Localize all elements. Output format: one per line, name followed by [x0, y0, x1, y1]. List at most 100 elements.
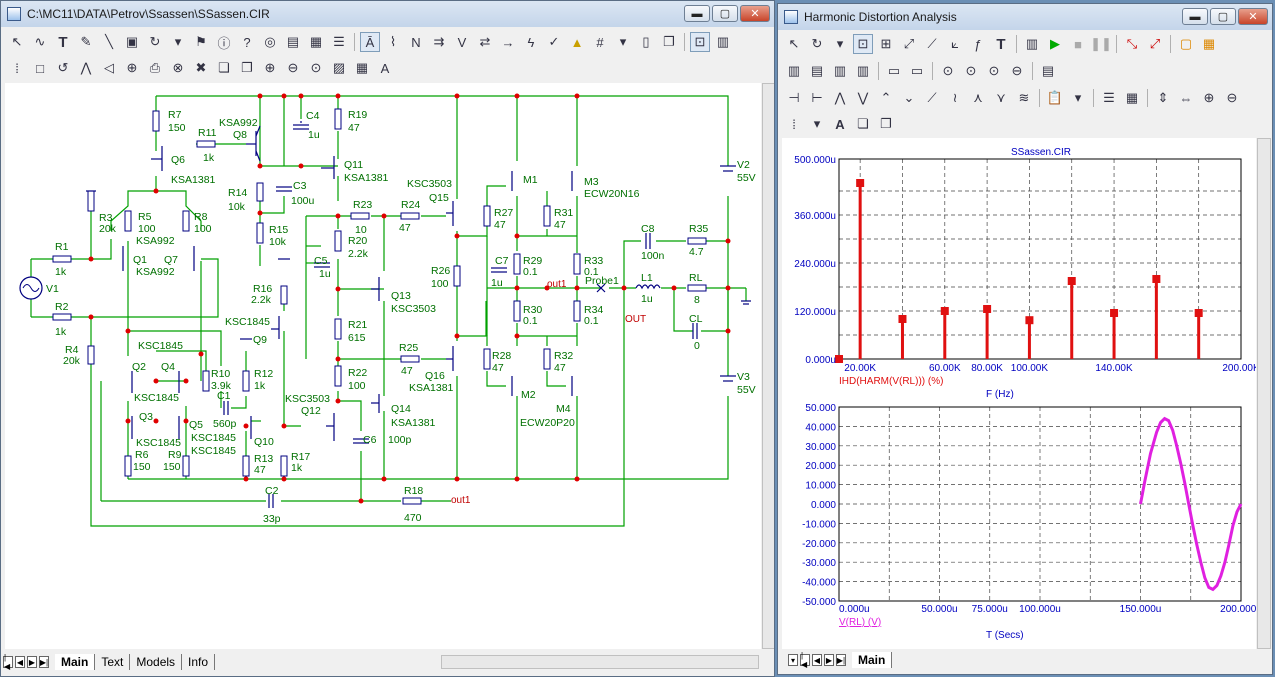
edit-icon[interactable]: ▤	[286, 34, 300, 49]
pencil-icon[interactable]: ✎	[80, 34, 92, 49]
dropdown-arrow-icon[interactable]: ▾	[788, 654, 798, 666]
layout1-icon[interactable]: ▭	[887, 63, 901, 78]
stop-icon[interactable]: ⊗	[172, 60, 184, 75]
wave-icon[interactable]: ≋	[1018, 90, 1030, 105]
undo-rotate-icon[interactable]: ↺	[57, 60, 69, 75]
measure-icon[interactable]: ⟀	[951, 36, 959, 51]
node-icon[interactable]: ⌇	[389, 34, 397, 49]
peak-icon[interactable]: ⋀	[834, 90, 846, 105]
analysis-vertical-scrollbar[interactable]	[1257, 138, 1271, 649]
tab-text[interactable]: Text	[95, 654, 131, 670]
flip-icon[interactable]: ◁	[104, 60, 114, 75]
frame-icon[interactable]: ▢	[1179, 36, 1193, 51]
lightning-icon[interactable]: ϟ	[527, 34, 535, 50]
copy-icon[interactable]: ❏	[857, 116, 869, 131]
props-icon[interactable]: ▥	[716, 34, 730, 49]
last-page-icon[interactable]: ▶|	[836, 654, 846, 666]
next-page-icon[interactable]: ▶	[824, 654, 834, 666]
arrow-right-icon[interactable]: →	[501, 34, 515, 50]
prev-page-icon[interactable]: ◀	[15, 656, 25, 668]
circuit-diagram[interactable]: R7 150 R11 1k KSA992 Q8 Q6 KSA1381 C4 1u…	[5, 83, 761, 649]
print-icon[interactable]: ⎙	[149, 60, 161, 75]
zoom-in-icon[interactable]: ⊕	[1203, 90, 1215, 105]
pan-icon[interactable]: ⤢	[903, 36, 915, 51]
close-button[interactable]: ✕	[740, 5, 770, 22]
prev-page-icon[interactable]: ◀	[812, 654, 822, 666]
props-icon[interactable]: ▥	[1025, 36, 1039, 51]
page-icon[interactable]: ▯	[642, 34, 650, 49]
inflect-icon[interactable]: ≀	[952, 90, 958, 105]
dropdown-arrow-icon[interactable]: ▾	[813, 116, 821, 131]
stop-icon[interactable]: ■	[1074, 36, 1082, 52]
zoom-fit-icon[interactable]: ⊙	[310, 60, 322, 75]
search2-icon[interactable]: ⊙	[965, 63, 977, 78]
find-icon[interactable]: ⊕	[126, 60, 138, 75]
list-icon[interactable]: ☰	[333, 34, 345, 49]
run-icon[interactable]: ▶	[1050, 36, 1060, 51]
grid-select-icon[interactable]: ⁞	[792, 116, 796, 132]
mirror-icon[interactable]: ⋀	[80, 60, 92, 75]
first-page-icon[interactable]: |◀	[800, 651, 810, 669]
search3-icon[interactable]: ⊙	[988, 63, 1000, 78]
maximize-button[interactable]: ▢	[712, 5, 738, 22]
tab-models[interactable]: Models	[130, 654, 183, 670]
expand-icon[interactable]: ⇕	[1157, 90, 1169, 105]
tab-info[interactable]: Info	[182, 654, 216, 670]
component-icon[interactable]: ▣	[125, 34, 139, 49]
search4-icon[interactable]: ⊖	[1011, 63, 1023, 78]
dropdown-arrow-icon[interactable]: ▾	[619, 34, 627, 49]
search-icon[interactable]: ⊙	[942, 63, 954, 78]
grid-icon[interactable]: #	[596, 34, 604, 50]
table-icon[interactable]: ▦	[309, 34, 323, 49]
minimize-button[interactable]: ▬	[1182, 8, 1208, 25]
global-high-icon[interactable]: ⋏	[973, 90, 983, 105]
connect-icon[interactable]: ⇉	[433, 34, 445, 49]
layout2-icon[interactable]: ▭	[910, 63, 924, 78]
close-button[interactable]: ✕	[1238, 8, 1268, 25]
line-draw-icon[interactable]: ╲	[105, 34, 113, 49]
delete-icon[interactable]: ✖	[195, 60, 207, 75]
view1-icon[interactable]: ▥	[787, 63, 801, 78]
pause-icon[interactable]: ❚❚	[1090, 36, 1112, 51]
tab-main[interactable]: Main	[55, 654, 96, 670]
harmonic-plots[interactable]: SSassen.CIR 0.000u120.000u240.000u360.00…	[782, 138, 1262, 649]
layout-icon[interactable]: ▦	[355, 60, 369, 75]
view2-icon[interactable]: ▤	[810, 63, 824, 78]
chart2-icon[interactable]: ⤢	[1149, 36, 1161, 51]
font-icon[interactable]: A	[835, 116, 845, 132]
dropdown-arrow-icon[interactable]: ▾	[174, 34, 182, 49]
select-arrow-icon[interactable]: ↖	[788, 36, 800, 51]
list-icon[interactable]: ☰	[1103, 90, 1115, 105]
low-icon[interactable]: ⌄	[903, 90, 915, 105]
text-tool-icon[interactable]: T	[58, 33, 68, 51]
cursor-b-icon[interactable]: ⊢	[811, 90, 823, 105]
rotate-icon[interactable]: ↻	[149, 34, 161, 49]
globe-icon[interactable]: ◎	[264, 34, 276, 49]
clipboard-icon[interactable]: 📋	[1046, 90, 1064, 105]
help-icon[interactable]: ?	[243, 34, 251, 50]
zoom-in-icon[interactable]: ⊕	[264, 60, 276, 75]
maximize-button[interactable]: ▢	[1210, 8, 1236, 25]
schematic-vertical-scrollbar[interactable]	[762, 83, 774, 649]
cursor-icon[interactable]: ⟋	[927, 36, 937, 51]
copy-page-icon[interactable]: ❐	[663, 34, 675, 49]
dropdown-arrow-icon[interactable]: ▾	[1074, 90, 1082, 105]
warning-icon[interactable]: ▲	[570, 34, 584, 50]
last-page-icon[interactable]: ▶|	[39, 656, 49, 668]
text-tool-icon[interactable]: T	[996, 35, 1006, 53]
valley-icon[interactable]: ⋁	[857, 90, 869, 105]
zoom-out-icon[interactable]: ⊖	[1226, 90, 1238, 105]
chart-icon[interactable]: ⤡	[1126, 36, 1138, 51]
select-arrow-icon[interactable]: ↖	[11, 34, 23, 49]
tab-main[interactable]: Main	[852, 652, 893, 668]
grid-select-icon[interactable]: ⁞	[15, 60, 19, 76]
current-icon[interactable]: ⇄	[479, 34, 491, 49]
slope-icon[interactable]: ⟋	[927, 90, 937, 105]
copy-icon[interactable]: ❏	[218, 60, 230, 75]
check-icon[interactable]: ✓	[548, 34, 560, 49]
analysis-titlebar[interactable]: Harmonic Distortion Analysis ▬ ▢ ✕	[778, 4, 1272, 30]
schematic-horizontal-scrollbar[interactable]	[441, 655, 759, 669]
next-page-icon[interactable]: ▶	[27, 656, 37, 668]
grid-frame-icon[interactable]: ▦	[1202, 36, 1216, 51]
